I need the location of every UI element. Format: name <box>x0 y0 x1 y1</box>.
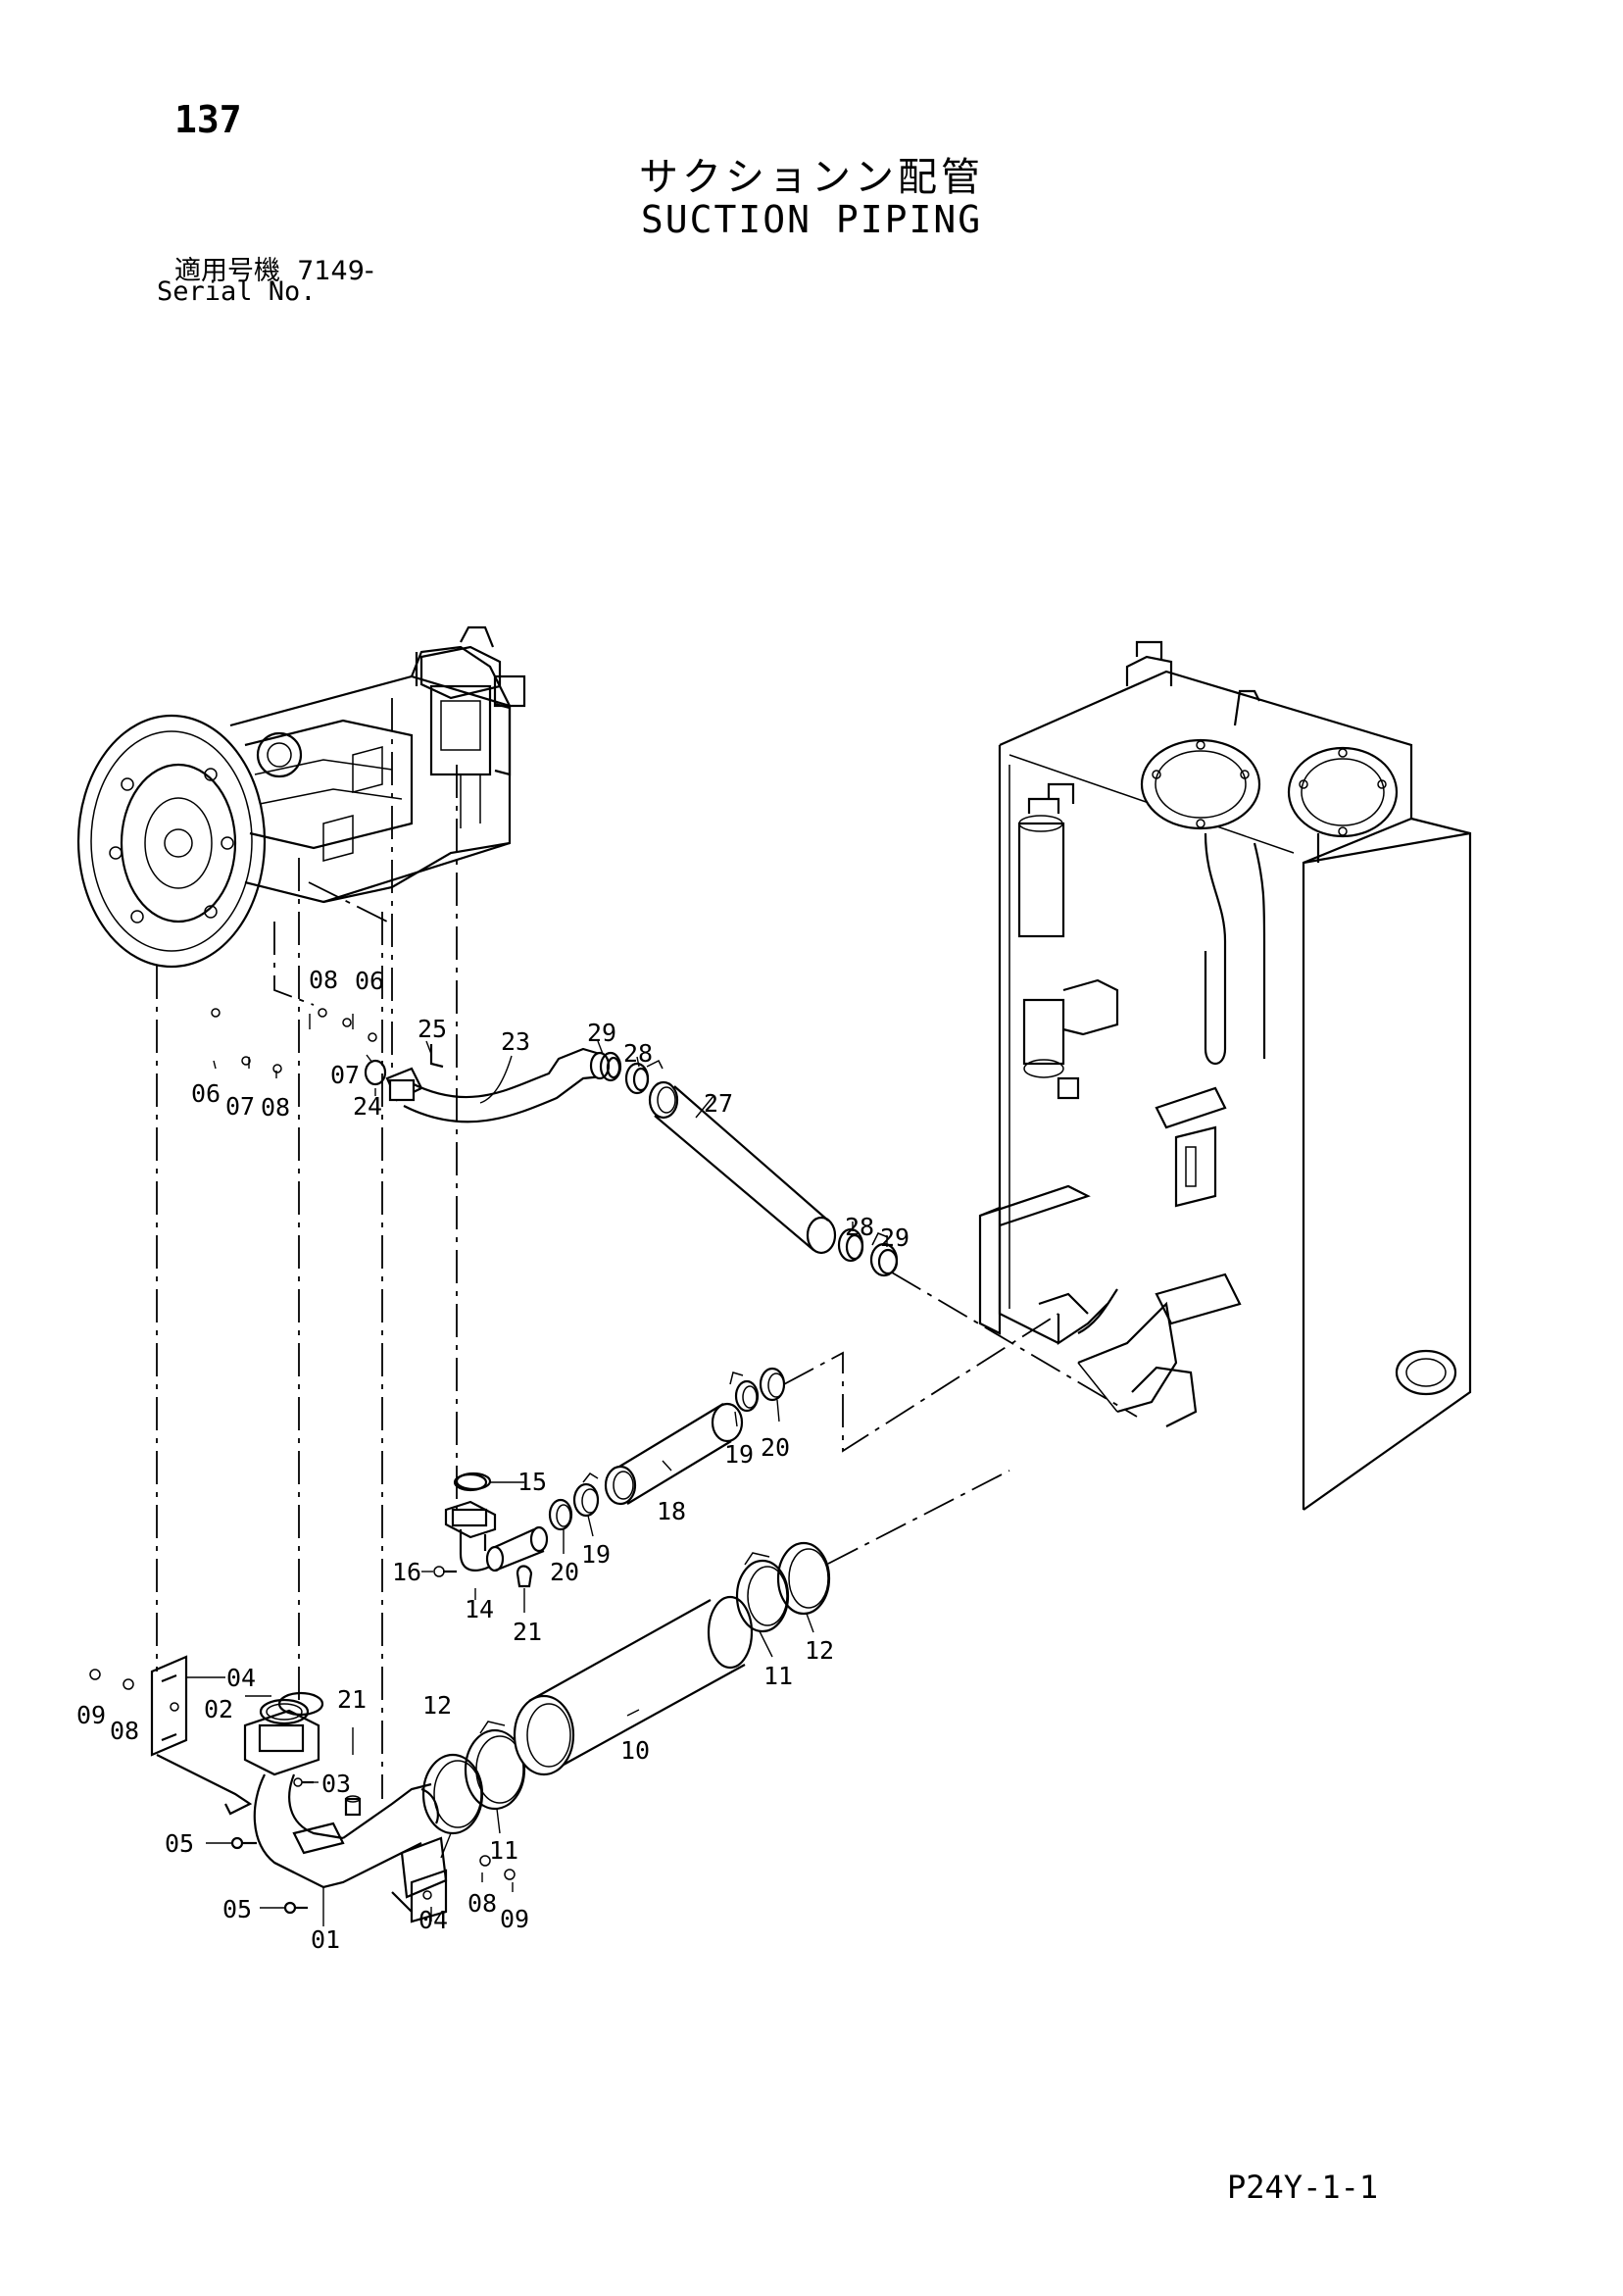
drawing-reference: P24Y-1-1 <box>1227 2169 1379 2206</box>
clamp-11-upper <box>735 1552 790 1633</box>
callout-12-upper: 12 <box>805 1636 834 1665</box>
callout-09-left: 09 <box>76 1701 106 1729</box>
serial-label-japanese: 適用号機 <box>174 256 280 286</box>
clamp-11-lower <box>464 1721 526 1811</box>
callout-15: 15 <box>517 1468 547 1496</box>
callout-16: 16 <box>392 1558 421 1586</box>
callout-18: 18 <box>657 1497 686 1525</box>
callout-28-upper: 28 <box>623 1039 653 1068</box>
hydraulic-pump-assembly <box>76 625 526 969</box>
callout-06-left: 06 <box>191 1079 221 1108</box>
callout-29-lower: 29 <box>880 1223 910 1252</box>
callout-08-top: 08 <box>309 966 338 994</box>
leader-lines <box>186 1014 888 1926</box>
callout-20-lower: 20 <box>550 1558 579 1586</box>
page-title-english: SUCTION PIPING <box>640 198 983 241</box>
serial-label-english: Serial No. <box>157 276 317 307</box>
callout-09-bottom: 09 <box>500 1905 529 1933</box>
callout-21-lower: 21 <box>337 1685 367 1714</box>
clamp-19-upper <box>729 1372 760 1413</box>
clamp-12-upper <box>776 1541 831 1616</box>
clamp-28-lower <box>837 1227 864 1263</box>
hydraulic-oil-tank <box>978 640 1472 1511</box>
callout-28-lower: 28 <box>845 1213 874 1241</box>
callout-05-lower: 05 <box>222 1895 252 1923</box>
clamp-20-upper <box>759 1367 786 1402</box>
callout-19-upper: 19 <box>724 1440 754 1469</box>
callout-07-left: 07 <box>225 1092 255 1121</box>
callout-08-left: 08 <box>261 1093 290 1122</box>
callout-04-top: 04 <box>226 1664 256 1692</box>
callout-08-bracket: 08 <box>110 1717 139 1745</box>
callout-labels: 23 25 29 28 27 28 29 08 06 07 24 06 07 0… <box>76 966 910 1954</box>
callout-29-upper: 29 <box>587 1019 616 1047</box>
page-title-japanese: サクションン配管 <box>639 155 984 200</box>
clamp-29-upper <box>599 1051 622 1082</box>
serial-range: 適用号機 7149- <box>174 249 374 287</box>
callout-10: 10 <box>620 1736 650 1765</box>
callout-11-lower: 11 <box>489 1836 518 1865</box>
clamp-29-lower <box>869 1232 899 1277</box>
callout-23: 23 <box>501 1027 530 1056</box>
reference-lines <box>156 698 1138 1799</box>
callout-01: 01 <box>311 1925 340 1954</box>
callout-02: 02 <box>204 1695 233 1723</box>
page-number: 137 <box>174 98 242 141</box>
callout-24: 24 <box>353 1092 382 1121</box>
callout-14: 14 <box>465 1595 494 1623</box>
callout-25: 25 <box>418 1015 447 1043</box>
clamp-19-lower <box>572 1472 600 1518</box>
clamp-20-lower <box>548 1498 573 1531</box>
callout-07-right: 07 <box>330 1061 360 1089</box>
suction-pipe-assembly <box>89 1008 516 1923</box>
lower-suction-hose-group <box>421 1541 831 1835</box>
callout-06-top: 06 <box>355 967 384 995</box>
callout-12-lower: 12 <box>422 1691 452 1720</box>
serial-value: 7149- <box>297 256 374 286</box>
callout-21-middle: 21 <box>513 1618 542 1646</box>
clamp-28-upper <box>624 1059 664 1095</box>
callout-08-bottom: 08 <box>467 1889 497 1918</box>
clamp-12-lower <box>421 1753 484 1835</box>
callout-11-upper: 11 <box>763 1662 793 1690</box>
callout-03: 03 <box>321 1770 351 1798</box>
callout-20-upper: 20 <box>761 1433 790 1462</box>
callout-19-lower: 19 <box>581 1540 611 1569</box>
callout-05-upper: 05 <box>165 1829 194 1858</box>
callout-27: 27 <box>704 1089 733 1118</box>
callout-04-bottom: 04 <box>418 1906 448 1934</box>
upper-suction-hose-group <box>385 1047 899 1277</box>
